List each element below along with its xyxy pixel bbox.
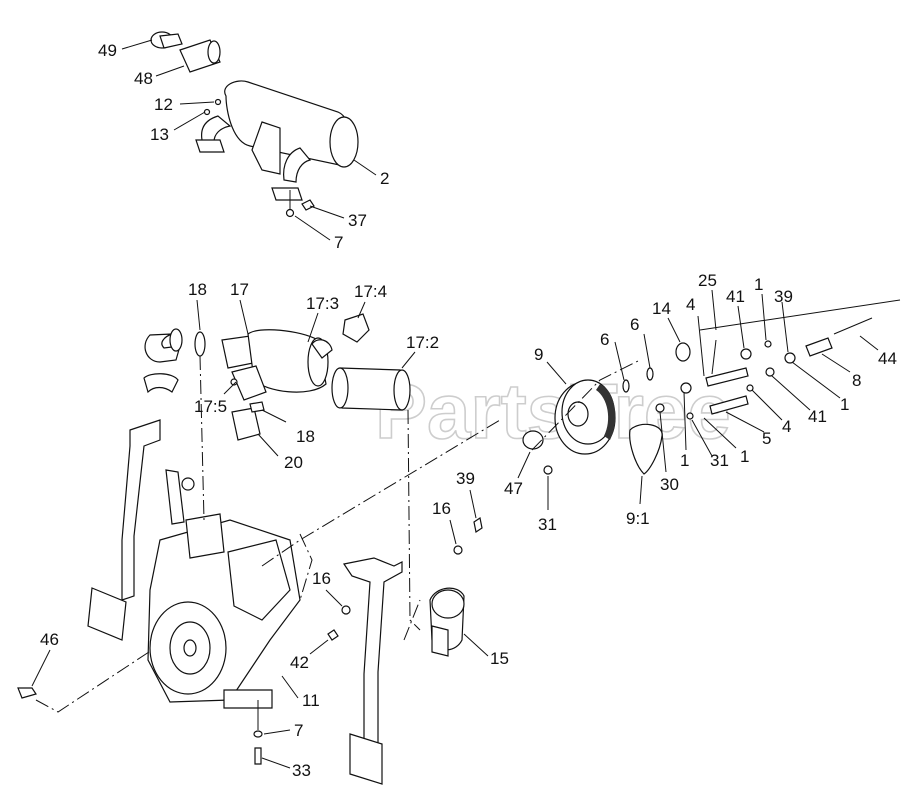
watermark: PartsTree — [375, 367, 731, 455]
engine-assembly — [17, 419, 301, 765]
callout-16-upper: 16 — [432, 499, 451, 518]
callout-13: 13 — [150, 125, 169, 144]
callout-42: 42 — [290, 653, 309, 672]
callout-1-right: 1 — [840, 395, 849, 414]
callout-39-right: 39 — [774, 287, 793, 306]
callout-17-3: 17:3 — [306, 294, 339, 313]
callout-7-lower: 7 — [294, 721, 303, 740]
callout-20: 20 — [284, 453, 303, 472]
callout-12: 12 — [154, 95, 173, 114]
callout-6-upper: 6 — [630, 315, 639, 334]
callout-18-lower: 18 — [296, 427, 315, 446]
muffler-assembly — [150, 31, 359, 218]
callout-49: 49 — [98, 41, 117, 60]
callout-9-1: 9:1 — [626, 509, 650, 528]
callout-41-lower: 41 — [808, 407, 827, 426]
part-47-spacer — [522, 430, 544, 450]
callout-5: 5 — [762, 429, 771, 448]
callout-6-lower: 6 — [600, 330, 609, 349]
callout-2: 2 — [380, 169, 389, 188]
callout-47: 47 — [504, 479, 523, 498]
callout-17-2: 17:2 — [406, 333, 439, 352]
part-9-1-belt — [629, 423, 663, 475]
callout-1-top: 1 — [754, 275, 763, 294]
callout-46: 46 — [40, 630, 59, 649]
callout-11: 11 — [302, 691, 320, 710]
callout-15: 15 — [490, 649, 509, 668]
callout-17-4: 17:4 — [354, 282, 387, 301]
callout-9: 9 — [534, 345, 543, 364]
callout-16-lower: 16 — [312, 569, 331, 588]
part-17-4-cap — [342, 313, 370, 343]
callout-31-right: 31 — [710, 451, 729, 470]
clutch-assembly — [522, 299, 901, 475]
callout-31-lower: 31 — [538, 515, 557, 534]
callout-18-top: 18 — [188, 280, 207, 299]
callout-1-mid: 1 — [740, 447, 749, 466]
callout-39-left: 39 — [456, 469, 475, 488]
callout-17-5: 17:5 — [194, 397, 227, 416]
part-17-housing — [247, 329, 327, 393]
callout-labels: 49 48 12 13 2 37 7 18 17 17:3 17:4 17:2 … — [40, 41, 897, 780]
part-17-2-element — [339, 367, 403, 411]
frame-assembly — [327, 517, 483, 785]
callout-1-low: 1 — [680, 451, 689, 470]
callout-7-top: 7 — [334, 233, 343, 252]
callout-4-top: 4 — [686, 295, 695, 314]
callout-25: 25 — [698, 271, 717, 290]
callout-4-lower: 4 — [782, 417, 791, 436]
callout-48: 48 — [134, 69, 153, 88]
part-20-sleeve — [231, 407, 261, 441]
callout-44: 44 — [878, 349, 897, 368]
callout-8: 8 — [852, 371, 861, 390]
mount-plate-left — [87, 587, 127, 641]
callout-41-top: 41 — [726, 287, 745, 306]
part-8-spacer — [805, 337, 833, 357]
callout-33: 33 — [292, 761, 311, 780]
callout-30: 30 — [660, 475, 679, 494]
part-46-sensor — [17, 687, 37, 699]
callout-37: 37 — [348, 211, 367, 230]
callout-14: 14 — [652, 299, 671, 318]
air-cleaner-assembly — [143, 313, 411, 441]
callout-17: 17 — [230, 280, 249, 299]
mount-plate-right — [349, 733, 383, 785]
part-14-bearing — [675, 342, 691, 362]
